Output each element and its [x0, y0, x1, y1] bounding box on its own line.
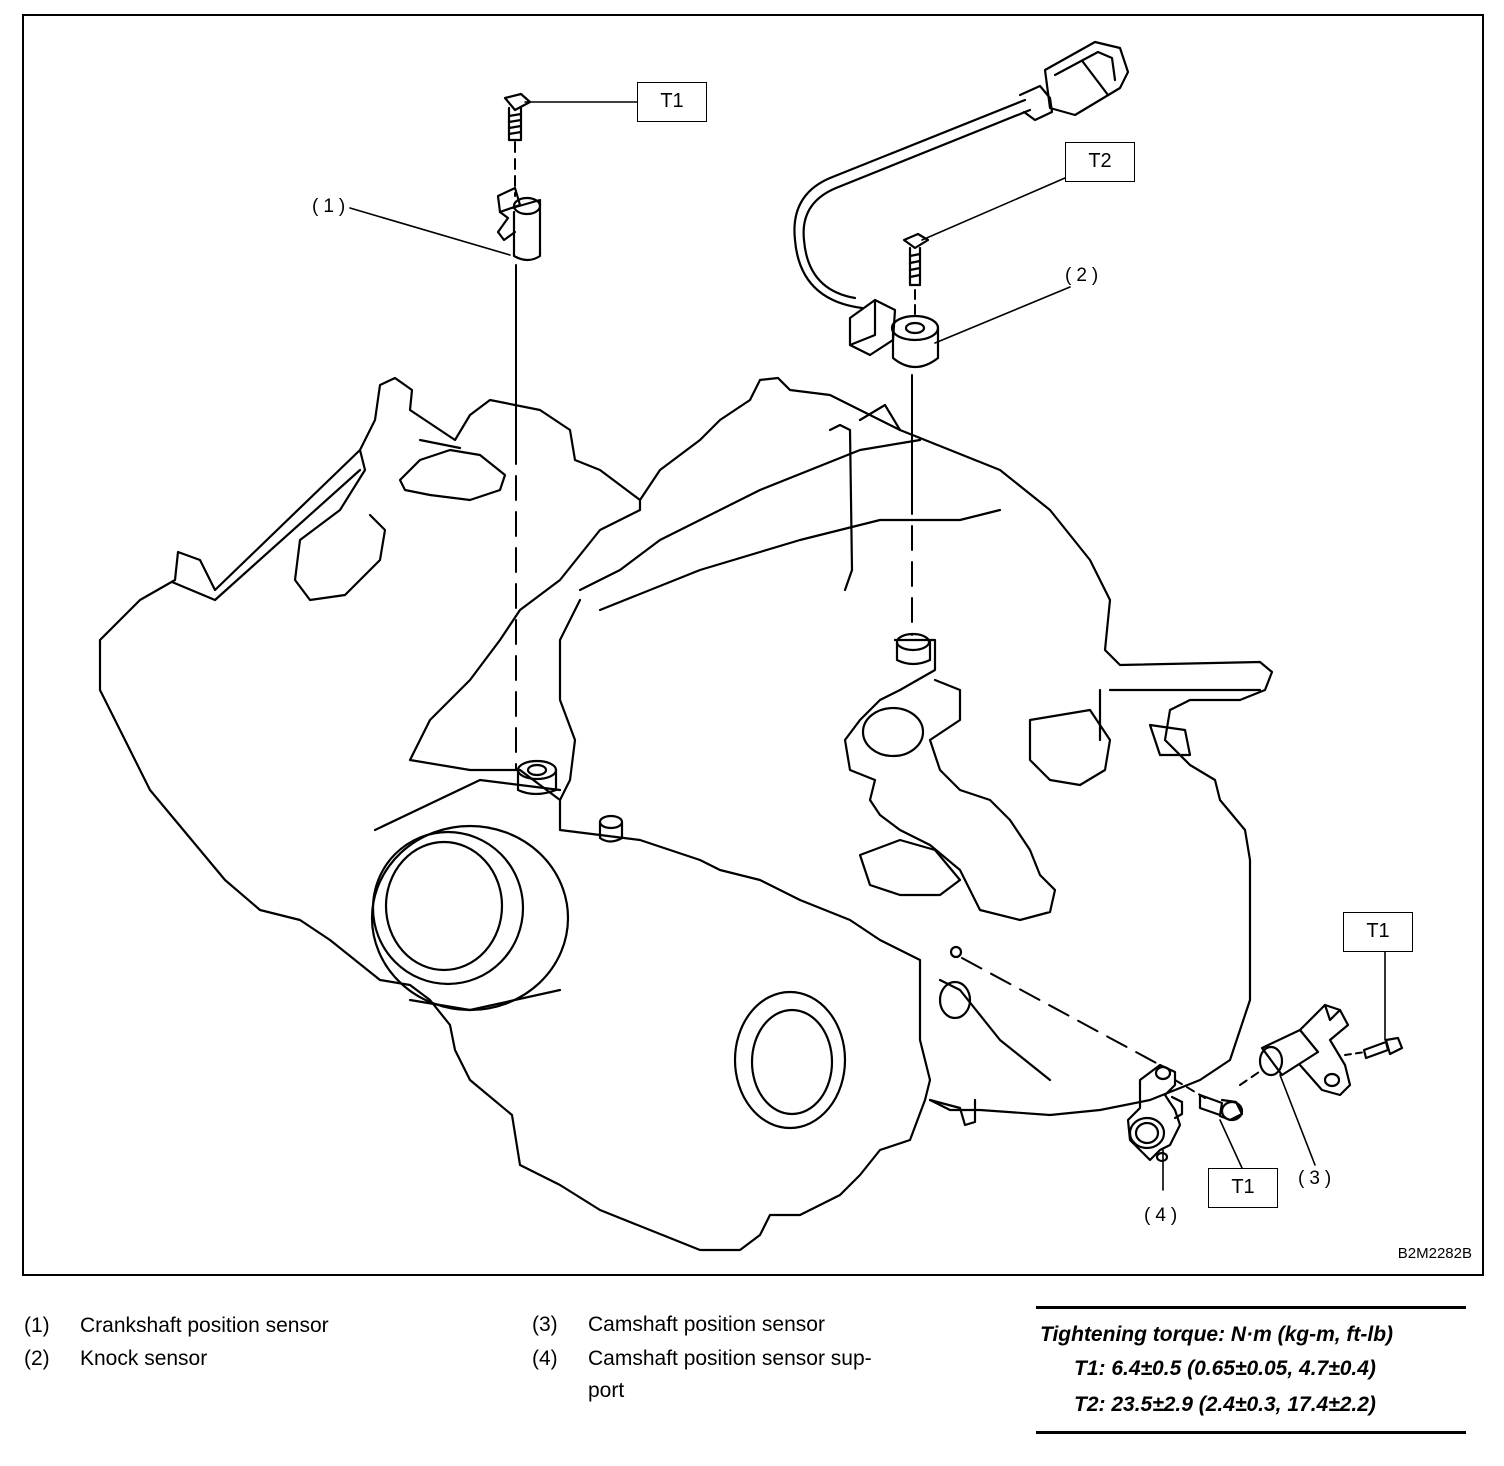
callout-num-1: (1)	[312, 196, 351, 217]
camshaft-position-sensor	[1258, 1003, 1352, 1097]
callout-num-3: (3)	[1298, 1168, 1337, 1189]
legend-num: (1)	[24, 1314, 50, 1337]
legend-text: Knock sensor	[80, 1347, 208, 1370]
crankshaft-position-sensor	[496, 186, 542, 262]
crank-sensor-boss	[516, 759, 624, 843]
callout-leaders	[349, 101, 1386, 1191]
callout-num-4: (4)	[1144, 1205, 1183, 1226]
bolt-knock-sensor	[902, 232, 930, 287]
bolt-cam-support	[1198, 1093, 1244, 1122]
assembly-lines	[514, 141, 1366, 1099]
torque-heading: Tightening torque: N·m (kg-m, ft-lb)	[1040, 1323, 1394, 1346]
torque-t2: T2: 23.5±2.9 (2.4±0.3, 17.4±2.2)	[1074, 1393, 1376, 1416]
engine-block	[98, 376, 1274, 1252]
engine-diagram	[98, 40, 1404, 1252]
callout-num-2: (2)	[1065, 265, 1104, 286]
cam-sprocket	[733, 990, 847, 1130]
figure-code: B2M2282B	[1397, 1245, 1472, 1262]
callout-t2: T2	[1065, 142, 1135, 182]
figure-frame	[22, 14, 1484, 1276]
callout-t1-bottom: T1	[1208, 1168, 1278, 1208]
crank-pulley	[370, 778, 570, 1012]
bolt-cam-sensor	[1362, 1036, 1404, 1060]
legend-num: (4)	[532, 1347, 558, 1370]
legend-num: (3)	[532, 1313, 558, 1336]
callout-t1-right: T1	[1343, 912, 1413, 952]
bolt-crank-sensor	[503, 92, 532, 142]
torque-t1: T1: 6.4±0.5 (0.65±0.05, 4.7±0.4)	[1074, 1357, 1376, 1380]
knock-sensor	[848, 298, 940, 369]
legend-num: (2)	[24, 1347, 50, 1370]
cam-sensor-support	[1126, 1063, 1184, 1163]
legend-text: Crankshaft position sensor	[80, 1314, 329, 1337]
legend-item-4: (4) Camshaft position sensor sup- port	[532, 1343, 1002, 1407]
knock-sensor-harness	[793, 40, 1130, 310]
torque-spec: Tightening torque: N·m (kg-m, ft-lb) T1:…	[1036, 1306, 1466, 1434]
legend-text-continued: port	[588, 1379, 625, 1402]
legend-text: Camshaft position sensor	[588, 1313, 825, 1336]
legend-text: Camshaft position sensor sup-	[588, 1347, 872, 1370]
callout-t1-top: T1	[637, 82, 707, 122]
